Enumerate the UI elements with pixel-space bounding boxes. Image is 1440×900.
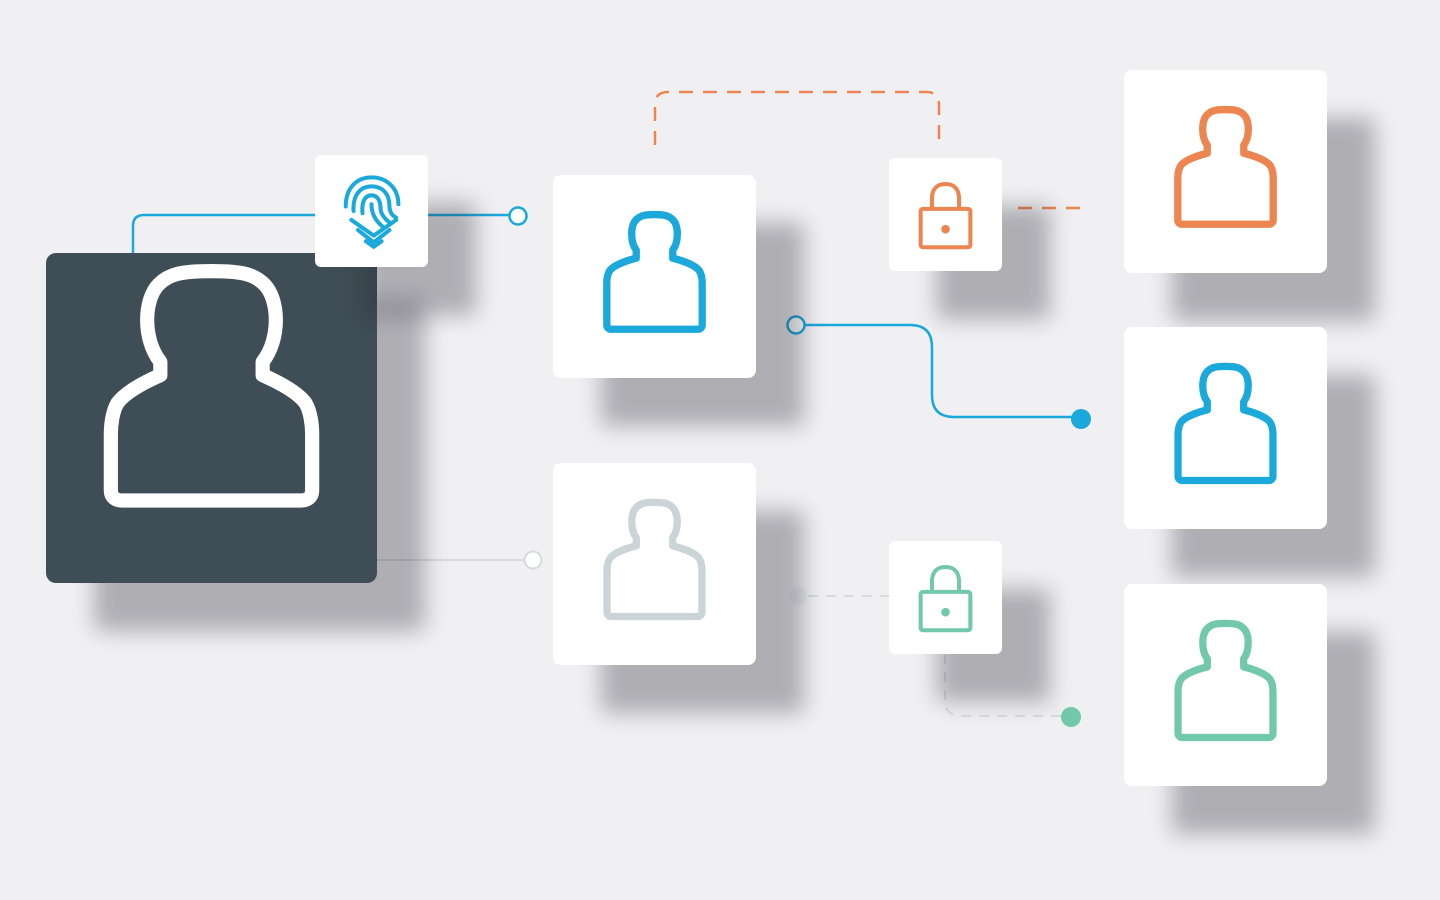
fingerprint-icon: [343, 175, 401, 249]
user-card-blue-right[interactable]: [1124, 327, 1327, 529]
user-icon: [1174, 362, 1277, 485]
connector-node-hollow: [508, 206, 528, 226]
fingerprint-card[interactable]: [315, 155, 428, 267]
connector-node-hollow: [523, 550, 543, 570]
main-user-card[interactable]: [46, 253, 377, 583]
connector-node-filled: [1061, 707, 1081, 727]
lock-icon: [918, 564, 973, 633]
lock-card-orange[interactable]: [889, 158, 1002, 271]
connector-dashed-lock-to-green-user: [944, 654, 1062, 717]
user-icon: [603, 498, 706, 621]
connector-node-filled: [789, 587, 807, 605]
lock-icon: [918, 181, 973, 250]
connector-main-to-fingerprint: [131, 213, 315, 253]
user-card-orange[interactable]: [1124, 70, 1327, 273]
lock-card-green[interactable]: [889, 541, 1002, 654]
user-icon: [603, 210, 706, 333]
user-card-gray[interactable]: [553, 463, 756, 665]
connector-node-hollow: [786, 315, 806, 335]
user-card-green-right[interactable]: [1124, 584, 1327, 786]
connector-node-filled: [1071, 409, 1091, 429]
user-icon: [1174, 105, 1277, 228]
user-icon: [103, 264, 320, 508]
user-icon: [1174, 619, 1277, 742]
connector-dashed-orange-bracket: [653, 90, 941, 145]
connector-blue-mid-to-right: [805, 323, 1075, 419]
user-card-blue[interactable]: [553, 175, 756, 378]
